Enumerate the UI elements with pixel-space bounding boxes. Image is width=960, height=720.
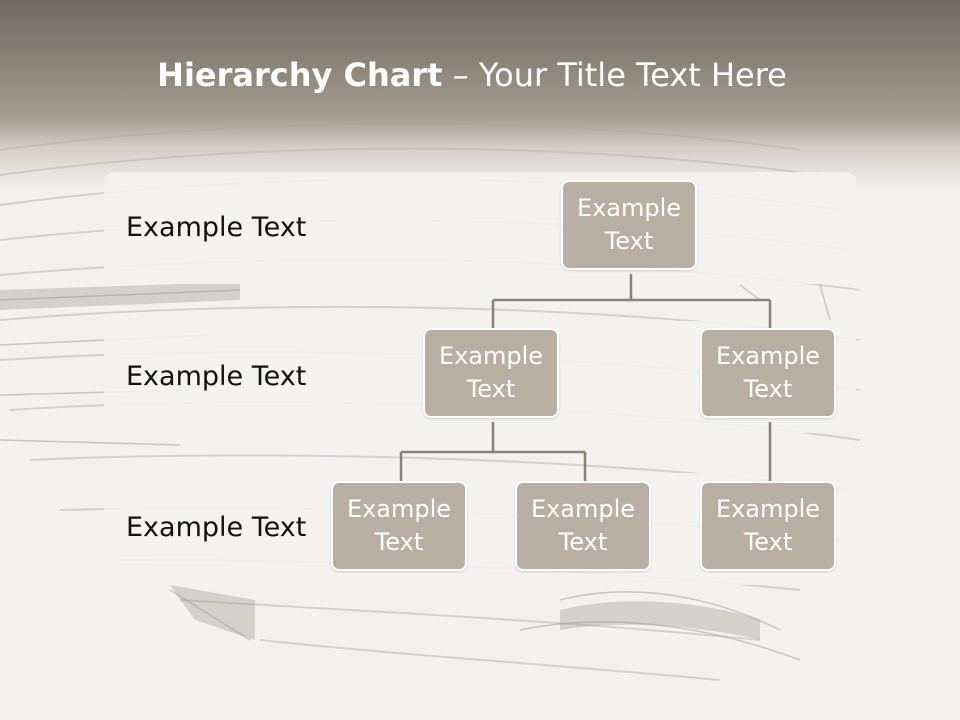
level-label-1: Example Text	[126, 212, 307, 243]
title-separator: –	[442, 56, 479, 94]
node-level2-right-label: Example Text	[715, 342, 821, 403]
level-label-3: Example Text	[126, 512, 307, 543]
title-bold-part: Hierarchy Chart	[157, 56, 443, 94]
title-rest-part: Your Title Text Here	[478, 56, 787, 94]
slide-title: Hierarchy Chart – Your Title Text Here	[0, 56, 944, 94]
node-level3-middle[interactable]: Example Text	[515, 481, 651, 571]
node-level2-left-label: Example Text	[438, 342, 544, 403]
level-label-2: Example Text	[126, 361, 307, 392]
node-level2-left[interactable]: Example Text	[423, 328, 559, 418]
node-level3-left-label: Example Text	[346, 495, 452, 556]
node-level3-right[interactable]: Example Text	[700, 481, 836, 571]
node-root-label: Example Text	[576, 194, 682, 255]
title-band	[0, 0, 960, 190]
level-band-1	[104, 172, 856, 284]
node-level3-left[interactable]: Example Text	[331, 481, 467, 571]
node-root[interactable]: Example Text	[561, 180, 697, 270]
node-level3-middle-label: Example Text	[530, 495, 636, 556]
node-level3-right-label: Example Text	[715, 495, 821, 556]
node-level2-right[interactable]: Example Text	[700, 328, 836, 418]
